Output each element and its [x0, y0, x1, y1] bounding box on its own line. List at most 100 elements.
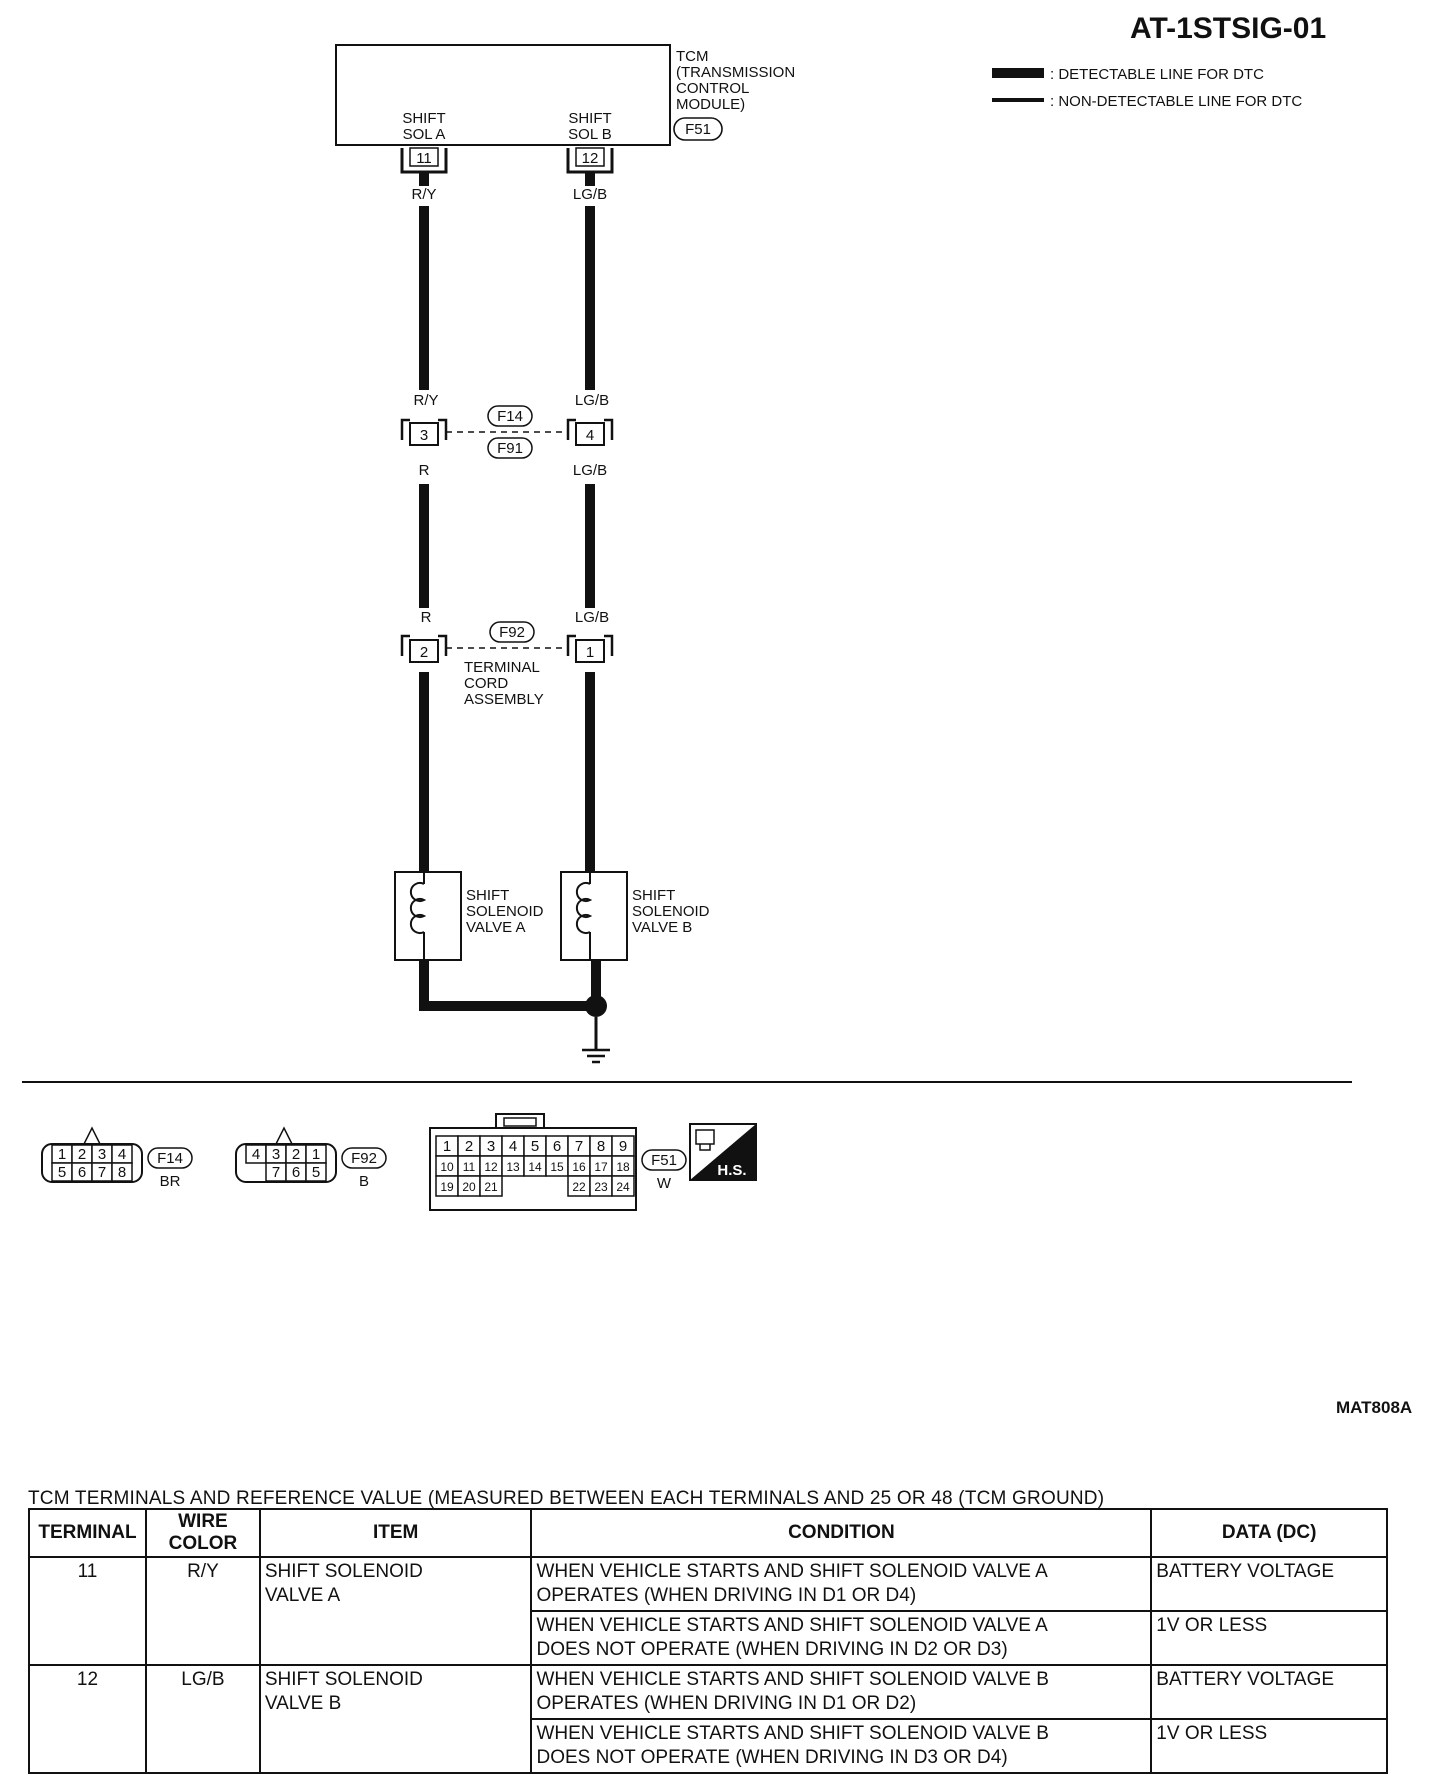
data-cell: BATTERY VOLTAGE	[1150, 1664, 1388, 1720]
tcm-connector-badge	[673, 117, 723, 141]
connector-view-f92: 4 3 2 1 7 6 5 F92 B	[235, 1126, 387, 1190]
item-line: VALVE A	[264, 1585, 341, 1606]
data-cell: 1V OR LESS	[1150, 1718, 1388, 1774]
condition-line: DOES NOT OPERATE (WHEN DRIVING IN D3 OR …	[536, 1747, 1008, 1768]
condition-line: WHEN VEHICLE STARTS AND SHIFT SOLENOID V…	[536, 1669, 1049, 1690]
j2-label-line-1: TERMINAL	[464, 659, 540, 676]
f51-pin: 21	[484, 1180, 498, 1194]
f51-pin: 19	[440, 1180, 454, 1194]
f14-pin: 2	[78, 1146, 86, 1163]
f51-pin: 8	[597, 1138, 605, 1155]
condition-line: WHEN VEHICLE STARTS AND SHIFT SOLENOID V…	[536, 1615, 1048, 1636]
data-cell: BATTERY VOLTAGE	[1150, 1556, 1388, 1612]
terminal-cell: 11	[28, 1556, 147, 1666]
f51-pin: 3	[487, 1138, 495, 1155]
header-terminal: TERMINAL	[28, 1508, 147, 1558]
f51-pin: 24	[616, 1180, 630, 1194]
ground-icon	[582, 995, 610, 1064]
pin-a-label-line-2: SOL A	[403, 126, 446, 143]
j1-connector-top: F14	[497, 408, 523, 425]
header-item: ITEM	[258, 1508, 533, 1558]
f14-pin: 1	[58, 1146, 66, 1163]
f92-id: F92	[351, 1150, 377, 1167]
tcm-pin-b-number: 12	[582, 150, 599, 167]
j1-right-wire-above: LG/B	[575, 392, 609, 409]
f51-pin-cell	[479, 1175, 503, 1197]
f92-pin: 1	[312, 1146, 320, 1163]
j1-connector-bottom-badge	[487, 437, 533, 459]
f14-pin: 5	[58, 1164, 66, 1181]
f14-pin: 7	[98, 1164, 106, 1181]
wiring-diagram: AT-1STSIG-01 : DETECTABLE LINE FOR DTC :…	[22, 12, 1352, 1211]
j2-right-pin: 1	[586, 644, 594, 661]
legend-detectable: : DETECTABLE LINE FOR DTC	[1050, 66, 1264, 83]
connector-view-f14: 1 2 3 4 5 6 7 8 F14 BR	[41, 1126, 193, 1190]
tcm-label-line-2: (TRANSMISSION	[676, 64, 795, 81]
j1-connector-bottom: F91	[497, 440, 523, 457]
sol-a-label-1: SHIFT	[466, 887, 509, 904]
j1-right-pin: 4	[586, 427, 594, 444]
tcm-module: TCM (TRANSMISSION CONTROL MODULE) F51 SH…	[335, 44, 795, 146]
hs-label: H.S.	[717, 1162, 746, 1179]
detectable-wires	[419, 172, 601, 1011]
f51-color: W	[657, 1175, 672, 1192]
f14-pin: 3	[98, 1146, 106, 1163]
sol-a-label-2: SOLENOID	[466, 903, 544, 920]
table-title: TCM TERMINALS AND REFERENCE VALUE (MEASU…	[28, 1488, 1105, 1509]
harness-side-icon: H.S.	[689, 1123, 757, 1181]
junction-f92: R LG/B 2 1 F92 TERMINAL CORD ASSEMBLY	[400, 609, 614, 708]
f51-pin: 2	[465, 1138, 473, 1155]
pin-b-label-line-1: SHIFT	[568, 110, 611, 127]
table-header-row: TERMINAL WIRE COLOR ITEM CONDITION DATA …	[28, 1508, 1388, 1558]
coil-icon	[409, 882, 427, 934]
f51-id: F51	[651, 1152, 677, 1169]
junction-f14-f91: R/Y LG/B 3 4 F14 F91 R LG/B	[400, 392, 614, 479]
f51-pin: 23	[594, 1180, 608, 1194]
j1-left-wire-above: R/Y	[413, 392, 438, 409]
f51-pin: 10	[440, 1160, 454, 1174]
j2-connector: F92	[499, 624, 525, 641]
j2-label-line-2: CORD	[464, 675, 508, 692]
f51-pin: 11	[463, 1160, 476, 1174]
f51-pin: 14	[528, 1160, 542, 1174]
data-cell: 1V OR LESS	[1150, 1610, 1388, 1666]
item-line: SHIFT SOLENOID	[264, 1561, 423, 1582]
f51-pin: 6	[553, 1138, 561, 1155]
pin-a-label-line-1: SHIFT	[402, 110, 445, 127]
f14-pin: 8	[118, 1164, 126, 1181]
table-row: 12 LG/B SHIFT SOLENOID VALVE B WHEN VEHI…	[28, 1664, 1388, 1774]
f92-pin: 3	[272, 1146, 280, 1163]
tcm-label-line-1: TCM	[676, 48, 709, 65]
header-data: DATA (DC)	[1150, 1508, 1388, 1558]
non-detectable-line-swatch	[992, 98, 1044, 102]
j2-label-line-3: ASSEMBLY	[464, 691, 544, 708]
table-row: 11 R/Y SHIFT SOLENOID VALVE A WHEN VEHIC…	[28, 1556, 1388, 1666]
detectable-line-swatch	[992, 68, 1044, 78]
item-line: SHIFT SOLENOID	[264, 1669, 423, 1690]
shift-solenoid-valve-a: SHIFT SOLENOID VALVE A	[394, 871, 544, 961]
f51-pin: 4	[509, 1138, 517, 1155]
condition-line: WHEN VEHICLE STARTS AND SHIFT SOLENOID V…	[536, 1561, 1048, 1582]
f14-id: F14	[157, 1150, 183, 1167]
header-wire-color: WIRE COLOR	[144, 1508, 261, 1558]
sol-b-label-3: VALVE B	[632, 919, 692, 936]
condition-line: OPERATES (WHEN DRIVING IN D1 OR D2)	[536, 1693, 917, 1714]
condition-line: WHEN VEHICLE STARTS AND SHIFT SOLENOID V…	[536, 1723, 1049, 1744]
diagram-id: AT-1STSIG-01	[1130, 12, 1326, 45]
f92-pin: 4	[252, 1146, 260, 1163]
tcm-terminal-table: TERMINAL WIRE COLOR ITEM CONDITION DATA …	[28, 1508, 1388, 1774]
terminal-cell: 12	[28, 1664, 147, 1774]
f51-pin: 7	[575, 1138, 583, 1155]
wire-color-cell: R/Y	[144, 1556, 261, 1666]
header-condition: CONDITION	[530, 1508, 1153, 1558]
tcm-connector-id: F51	[685, 121, 711, 138]
condition-cell: WHEN VEHICLE STARTS AND SHIFT SOLENOID V…	[530, 1556, 1153, 1612]
j1-connector-top-badge	[487, 405, 533, 427]
table-row: WHEN VEHICLE STARTS AND SHIFT SOLENOID V…	[29, 1610, 1388, 1666]
condition-cell: WHEN VEHICLE STARTS AND SHIFT SOLENOID V…	[530, 1664, 1153, 1720]
j2-right-wire-above: LG/B	[575, 609, 609, 626]
pin-b-label-line-2: SOL B	[568, 126, 612, 143]
condition-cell: WHEN VEHICLE STARTS AND SHIFT SOLENOID V…	[530, 1610, 1153, 1666]
